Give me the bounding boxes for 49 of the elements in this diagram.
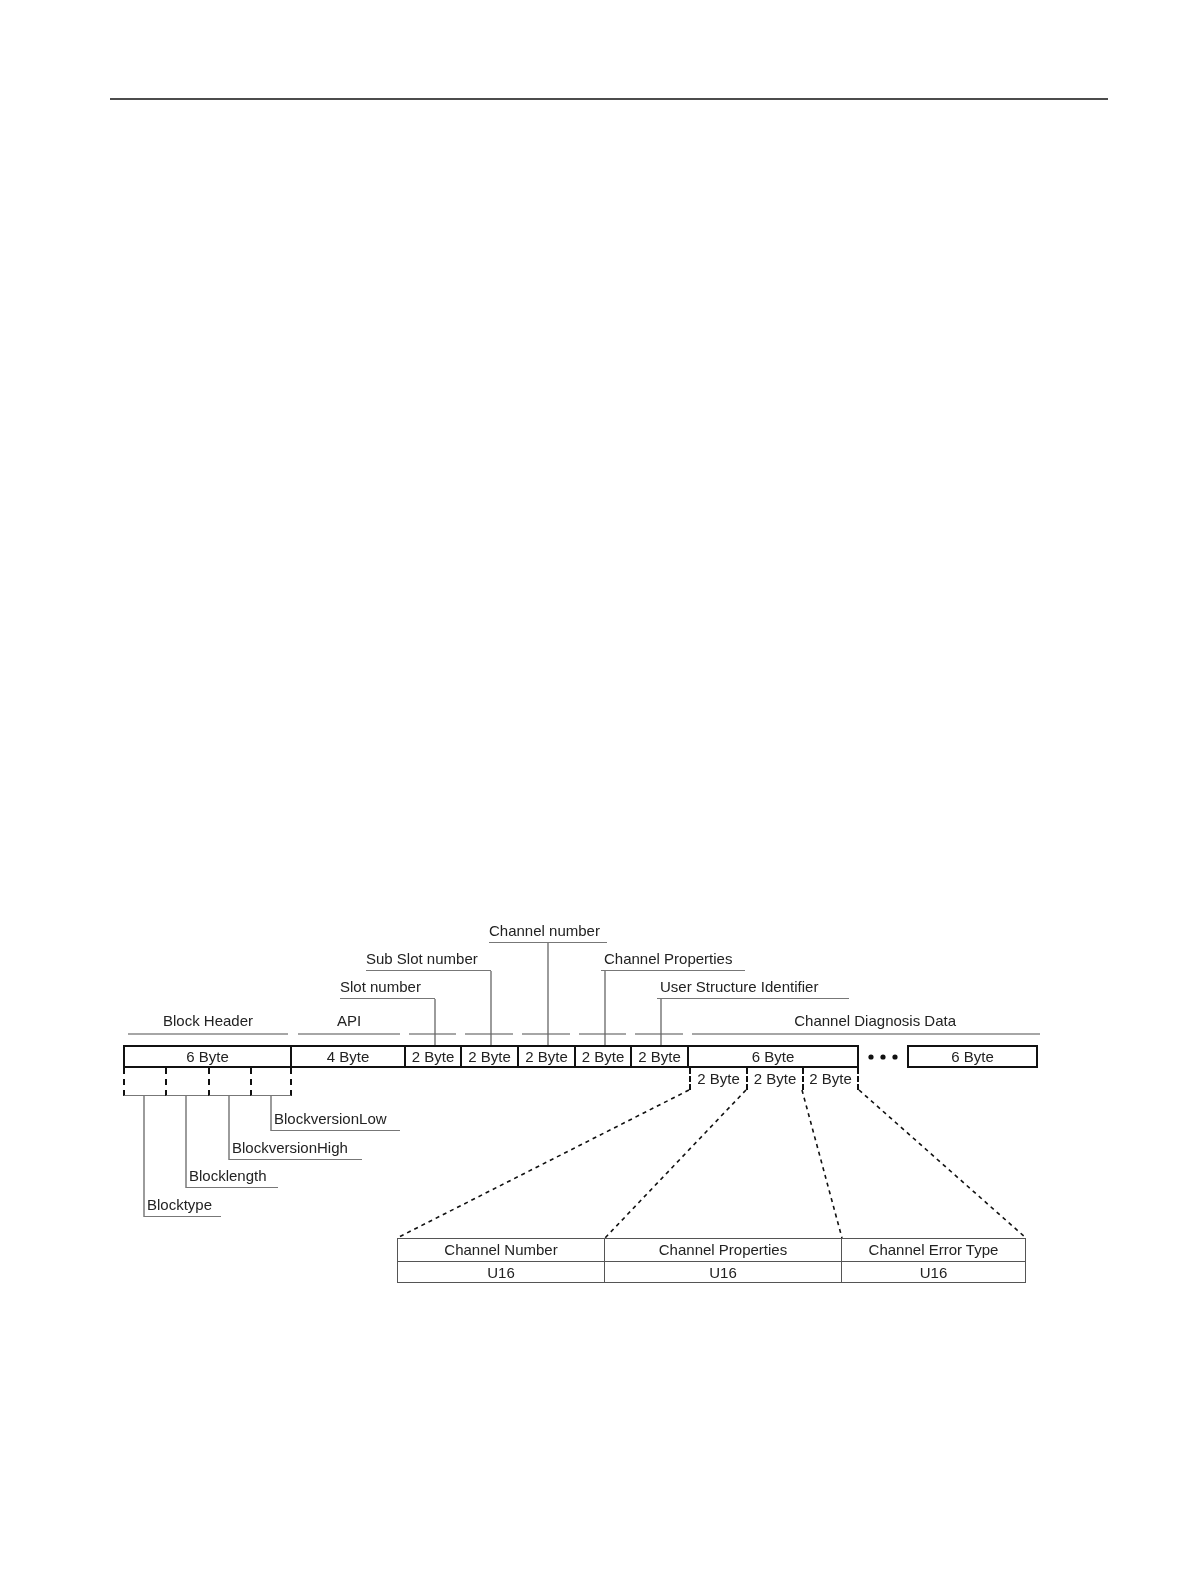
- section-label: API: [335, 1012, 363, 1030]
- subfield-box: [250, 1068, 292, 1096]
- leader-line: [143, 1095, 145, 1218]
- byte-field: 4 Byte: [292, 1045, 406, 1068]
- byte-field: 2 Byte: [406, 1045, 462, 1068]
- zoom-line: [604, 1089, 747, 1239]
- zoom-line: [858, 1089, 1027, 1239]
- field-label: Blocktype: [144, 1196, 221, 1217]
- leader-line: [490, 970, 492, 1046]
- byte-field: 6 Byte: [123, 1045, 292, 1068]
- data-type: U16: [486, 1262, 516, 1283]
- byte-field: 2 Byte: [462, 1045, 519, 1068]
- field-label: Slot number: [340, 978, 435, 999]
- byte-field: 2 Byte: [576, 1045, 632, 1068]
- byte-field: 2 Byte: [632, 1045, 689, 1068]
- leader-line: [228, 1095, 230, 1161]
- byte-subfield: 2 Byte: [746, 1068, 802, 1090]
- field-label: Blocklength: [186, 1167, 278, 1188]
- byte-field: 6 Byte: [907, 1045, 1038, 1068]
- data-type: U16: [708, 1262, 738, 1283]
- section-label: Channel Diagnosis Data: [793, 1012, 957, 1030]
- byte-field: 6 Byte: [689, 1045, 859, 1068]
- zoom-line: [801, 1089, 843, 1239]
- byte-field: 2 Byte: [519, 1045, 576, 1068]
- section-label: Block Header: [161, 1012, 254, 1030]
- leader-line: [270, 1095, 272, 1132]
- field-label: Channel Properties: [601, 950, 745, 971]
- field-label: User Structure Identifier: [657, 978, 849, 999]
- table-column: [605, 1238, 842, 1283]
- byte-subfield: 2 Byte: [802, 1068, 859, 1090]
- field-label: Sub Slot number: [366, 950, 491, 971]
- field-label: BlockversionHigh: [229, 1139, 362, 1160]
- subfield-box: [208, 1068, 250, 1096]
- subfield-box: [123, 1068, 165, 1096]
- subfield-box: [165, 1068, 208, 1096]
- leader-line: [604, 970, 606, 1046]
- table-column: [842, 1238, 1026, 1283]
- column-header: Channel Number: [398, 1239, 604, 1262]
- leader-line: [185, 1095, 187, 1189]
- column-header: Channel Properties: [605, 1239, 841, 1262]
- leader-line: [547, 942, 549, 1046]
- leader-line: [660, 998, 662, 1046]
- field-label: Channel number: [489, 922, 607, 943]
- data-type: U16: [918, 1262, 949, 1283]
- column-header: Channel Error Type: [842, 1239, 1025, 1262]
- table-column: [397, 1238, 605, 1283]
- byte-subfield: 2 Byte: [689, 1068, 746, 1090]
- leader-line: [434, 998, 436, 1046]
- field-label: BlockversionLow: [271, 1110, 400, 1131]
